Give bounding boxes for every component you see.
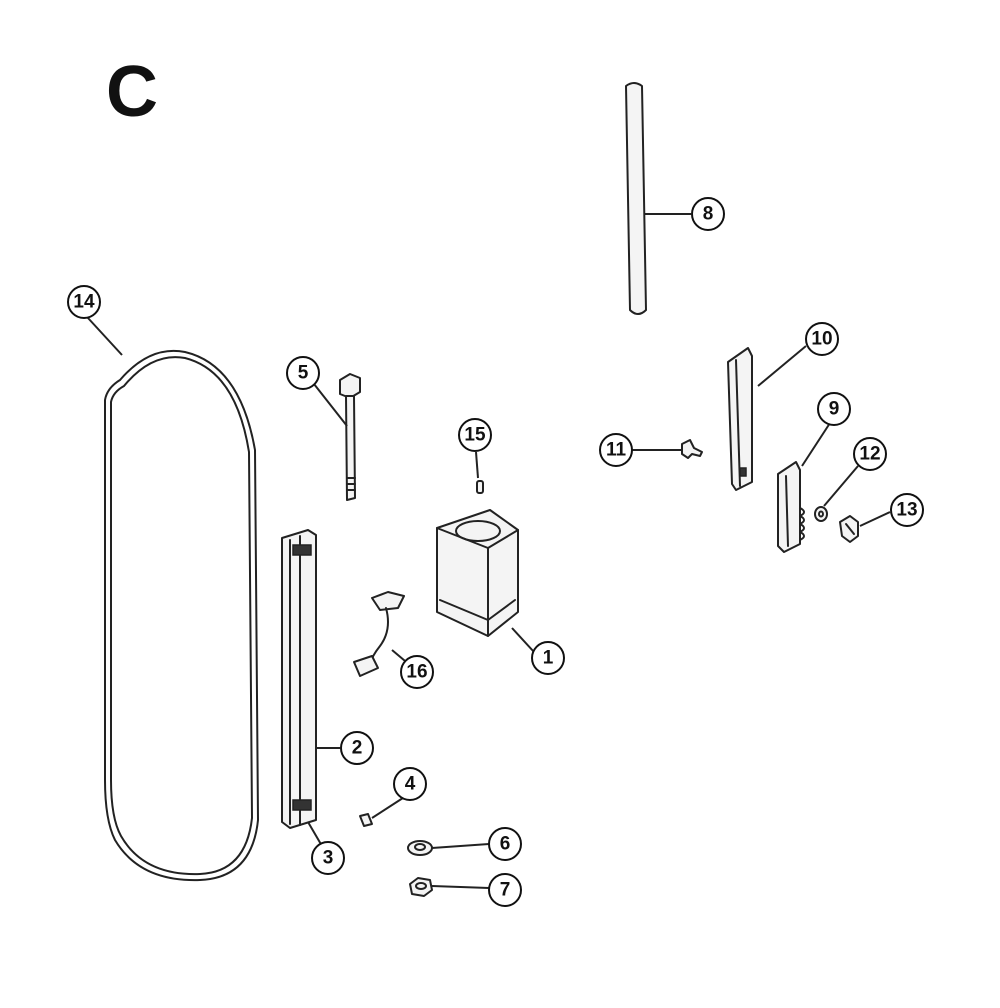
svg-text:2: 2 bbox=[352, 738, 363, 759]
svg-text:8: 8 bbox=[703, 204, 714, 225]
callout-6: 6 bbox=[488, 827, 522, 861]
part-adjustment-plate bbox=[777, 461, 805, 553]
svg-text:14: 14 bbox=[73, 292, 95, 313]
part-long-bolt bbox=[339, 373, 361, 501]
part-washer bbox=[407, 840, 433, 856]
callout-7: 7 bbox=[488, 873, 522, 907]
callout-2: 2 bbox=[340, 731, 374, 765]
svg-text:4: 4 bbox=[405, 774, 416, 795]
part-set-screw bbox=[476, 480, 484, 494]
part-wing-nut bbox=[839, 515, 859, 543]
part-channel bbox=[727, 347, 753, 491]
svg-text:10: 10 bbox=[811, 329, 832, 350]
callout-8: 8 bbox=[691, 197, 725, 231]
callout-12: 12 bbox=[853, 437, 887, 471]
part-band-loop bbox=[104, 349, 259, 882]
svg-text:11: 11 bbox=[606, 440, 627, 461]
callout-11: 11 bbox=[599, 433, 633, 467]
part-small-screw bbox=[359, 813, 373, 827]
svg-text:9: 9 bbox=[829, 399, 840, 420]
callout-3: 3 bbox=[311, 841, 345, 875]
svg-text:6: 6 bbox=[500, 834, 511, 855]
part-long-bar bbox=[281, 529, 317, 829]
svg-text:1: 1 bbox=[543, 648, 554, 669]
svg-text:7: 7 bbox=[500, 880, 511, 901]
section-letter: C bbox=[106, 52, 158, 132]
part-post-rod bbox=[625, 82, 647, 315]
callout-14: 14 bbox=[67, 285, 101, 319]
svg-text:15: 15 bbox=[464, 425, 486, 446]
callout-5: 5 bbox=[286, 356, 320, 390]
callout-1: 1 bbox=[531, 641, 565, 675]
callout-4: 4 bbox=[393, 767, 427, 801]
callout-9: 9 bbox=[817, 392, 851, 426]
part-cable-sensor bbox=[353, 591, 405, 677]
callout-16: 16 bbox=[400, 655, 434, 689]
callout-15: 15 bbox=[458, 418, 492, 452]
part-bolt bbox=[681, 439, 703, 459]
part-small-washer bbox=[814, 506, 828, 522]
callout-10: 10 bbox=[805, 322, 839, 356]
callout-13: 13 bbox=[890, 493, 924, 527]
svg-text:13: 13 bbox=[896, 500, 917, 521]
part-guide-block bbox=[436, 509, 519, 637]
svg-text:12: 12 bbox=[859, 444, 880, 465]
svg-text:3: 3 bbox=[323, 848, 334, 869]
leader-lines bbox=[87, 213, 891, 889]
part-hex-nut bbox=[409, 877, 433, 897]
svg-text:16: 16 bbox=[406, 662, 427, 683]
svg-text:5: 5 bbox=[298, 363, 309, 384]
